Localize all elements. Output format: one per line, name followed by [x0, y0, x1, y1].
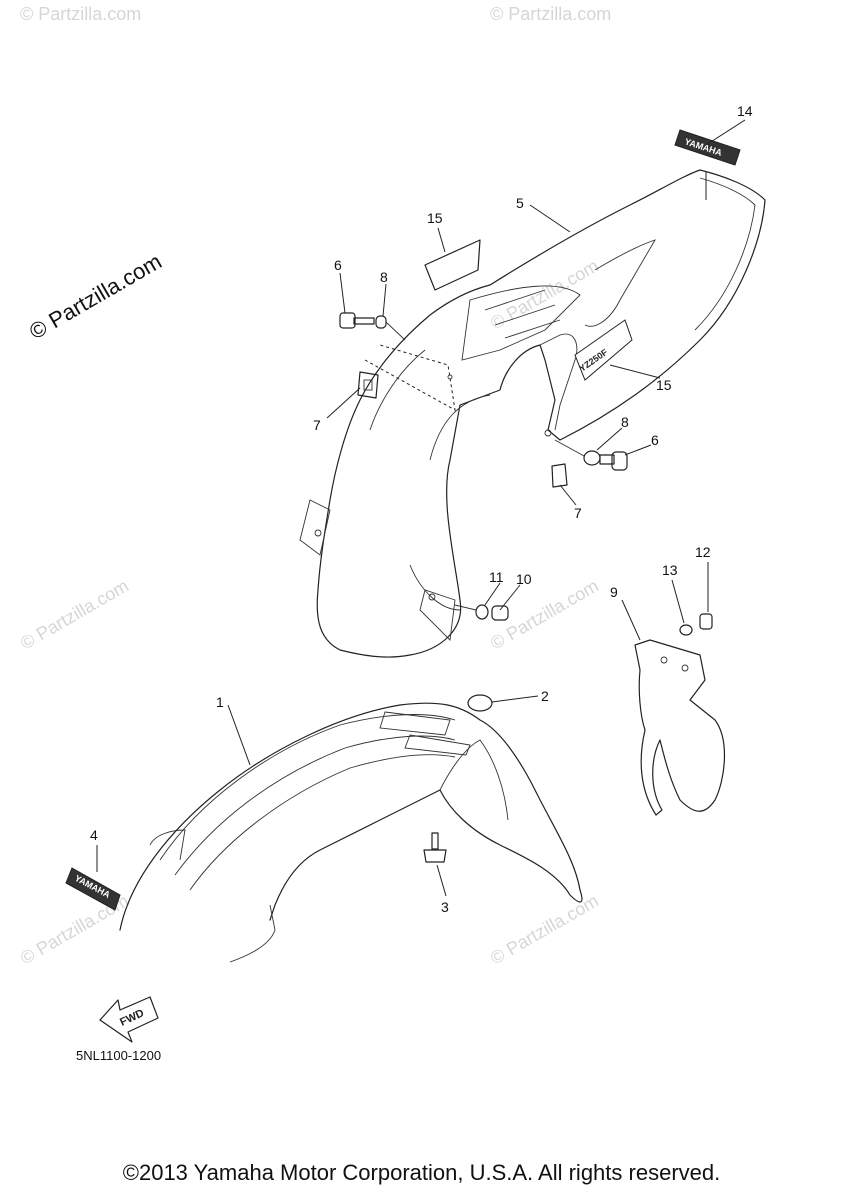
front-bolt	[423, 832, 447, 863]
upper-decal	[424, 239, 481, 291]
dashed-guide	[364, 344, 456, 411]
front-fender-decal: YAMAHA	[65, 867, 121, 911]
rear-side-decal: YZ250F	[574, 319, 633, 381]
copyright-notice: ©2013 Yamaha Motor Corporation, U.S.A. A…	[122, 1160, 721, 1185]
callout-11: 11	[489, 569, 504, 585]
diagram-code: 5NL1100-1200	[76, 1048, 161, 1063]
rear-top-decal: YAMAHA	[674, 129, 741, 166]
callout-15: 15	[427, 210, 443, 226]
callout-6: 6	[651, 432, 659, 448]
partzilla-watermark: © Partzilla.com	[25, 249, 166, 345]
bolt-left	[339, 312, 406, 341]
callout-7: 7	[574, 505, 582, 521]
callout-10: 10	[516, 571, 532, 587]
callout-5: 5	[516, 195, 524, 211]
callout-13: 13	[662, 562, 678, 578]
bolt-10-11	[454, 604, 509, 621]
callout-15: 15	[656, 377, 672, 393]
callout-8: 8	[380, 269, 388, 285]
callout-1: 1	[216, 694, 224, 710]
watermark-text: © Partzilla.com	[490, 4, 611, 24]
rear-fender-drawing	[299, 169, 766, 658]
callout-6: 6	[334, 257, 342, 273]
leader-lines	[96, 119, 746, 897]
watermark-text: © Partzilla.com	[487, 890, 602, 968]
fwd-arrow: FWD	[99, 996, 159, 1043]
callout-12: 12	[695, 544, 711, 560]
screw-12-13	[679, 613, 713, 636]
watermark-text: © Partzilla.com	[20, 4, 141, 24]
callout-labels: 14 5 15 6 8 7 15 8 6 7 11 10 9 13 12 2 1…	[90, 103, 753, 915]
callout-8: 8	[621, 414, 629, 430]
callout-3: 3	[441, 899, 449, 915]
clip-left	[357, 371, 379, 399]
watermarks: © Partzilla.com © Partzilla.com © Partzi…	[17, 4, 611, 968]
callout-9: 9	[610, 584, 618, 600]
callout-14: 14	[737, 103, 753, 119]
clip-right	[551, 463, 568, 488]
callout-2: 2	[541, 688, 549, 704]
mud-flap-drawing	[634, 639, 725, 816]
grommet	[467, 694, 493, 712]
watermark-text: © Partzilla.com	[17, 575, 132, 653]
front-fender-drawing	[119, 702, 583, 963]
callout-7: 7	[313, 417, 321, 433]
watermark-text: © Partzilla.com	[487, 575, 602, 653]
callout-4: 4	[90, 827, 98, 843]
bolt-right	[554, 439, 628, 471]
